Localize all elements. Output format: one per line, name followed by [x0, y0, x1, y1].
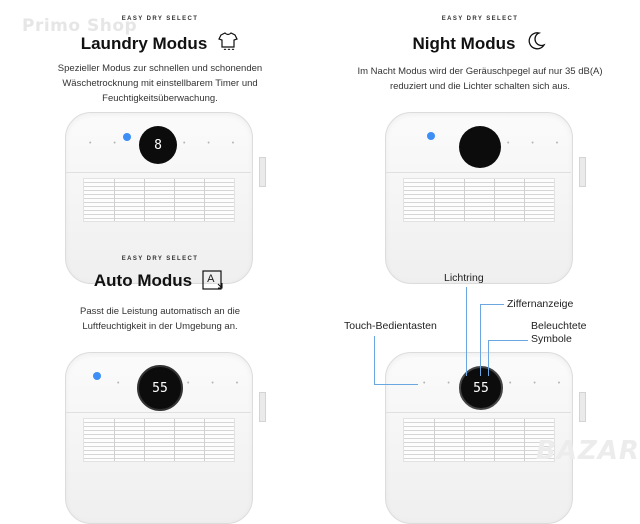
eyebrow-label: EASY DRY SELECT: [121, 16, 199, 22]
touch-keys: • • •: [187, 380, 249, 387]
auto-mode-panel: EASY DRY SELECT Auto Modus A Passt die L…: [0, 240, 320, 524]
moon-icon: [525, 30, 547, 57]
panel-title: Night Modus: [412, 33, 516, 53]
night-mode-panel: EASY DRY SELECT Night Modus Im Nacht Mod…: [320, 0, 640, 284]
callout-lit-symbols: Beleuchtete Symbole: [531, 320, 587, 345]
callout-line-touch-keys-v: [374, 336, 375, 384]
callout-light-ring: Lichtring: [444, 272, 484, 284]
title-row: Night Modus: [320, 30, 640, 57]
watermark-primo-shop: Primo Shop: [22, 16, 138, 36]
title-row: Laundry Modus: [0, 30, 320, 57]
panel-title: Auto Modus: [93, 271, 193, 290]
panel-description: Im Nacht Modus wird der Geräuschpegel au…: [357, 66, 603, 92]
panel-description: Passt die Leistung automatisch an die Lu…: [79, 306, 240, 332]
side-label: [259, 392, 266, 422]
dehumidifier-device: 55 • • • •: [65, 352, 266, 524]
side-label: [579, 157, 586, 187]
callout-line-touch-keys-h: [374, 384, 418, 385]
touch-keys: • • •: [507, 140, 569, 147]
air-grille: [403, 178, 555, 222]
digit-display: 8: [139, 126, 177, 164]
watermark-bazar: BAZAR: [536, 436, 640, 466]
callout-line-digit-display-h: [480, 304, 504, 305]
digit-display: [459, 126, 501, 168]
air-grille: [83, 178, 235, 222]
eyebrow-label: EASY DRY SELECT: [441, 16, 519, 22]
callout-line-lit-symbols-h: [488, 340, 528, 341]
dehumidifier-device: 8 • • • • •: [65, 112, 266, 284]
air-grille: [83, 418, 235, 462]
auto-mode-icon: A: [202, 270, 226, 292]
callout-touch-keys: Touch-Bedientasten: [344, 320, 437, 332]
touch-keys-left: •: [117, 380, 130, 387]
digit-display: 55: [137, 365, 183, 411]
touch-keys-left: • •: [423, 380, 460, 387]
callout-digit-display: Ziffernanzeige: [507, 298, 574, 310]
eyebrow-label: EASY DRY SELECT: [121, 256, 199, 262]
status-led: [123, 133, 131, 141]
callout-line-digit-display-v: [480, 304, 481, 376]
callout-line-lit-symbols-v: [488, 340, 489, 376]
dehumidifier-device: • • •: [385, 112, 586, 284]
air-grille: [403, 418, 555, 462]
touch-keys: • • •: [183, 140, 245, 147]
status-led: [93, 372, 101, 380]
panel-title: Laundry Modus: [80, 33, 208, 53]
side-label: [579, 392, 586, 422]
touch-keys: • • •: [509, 380, 571, 387]
laundry-mode-panel: EASY DRY SELECT Laundry Modus Spezieller…: [0, 0, 320, 284]
shirt-drying-icon: [217, 30, 239, 57]
title-row: Auto Modus A: [0, 270, 320, 292]
panel-description: Spezieller Modus zur schnellen und schon…: [57, 63, 263, 104]
status-led: [427, 132, 435, 140]
touch-keys-left: • •: [89, 140, 126, 147]
side-label: [259, 157, 266, 187]
callout-line-light-ring: [466, 287, 467, 376]
